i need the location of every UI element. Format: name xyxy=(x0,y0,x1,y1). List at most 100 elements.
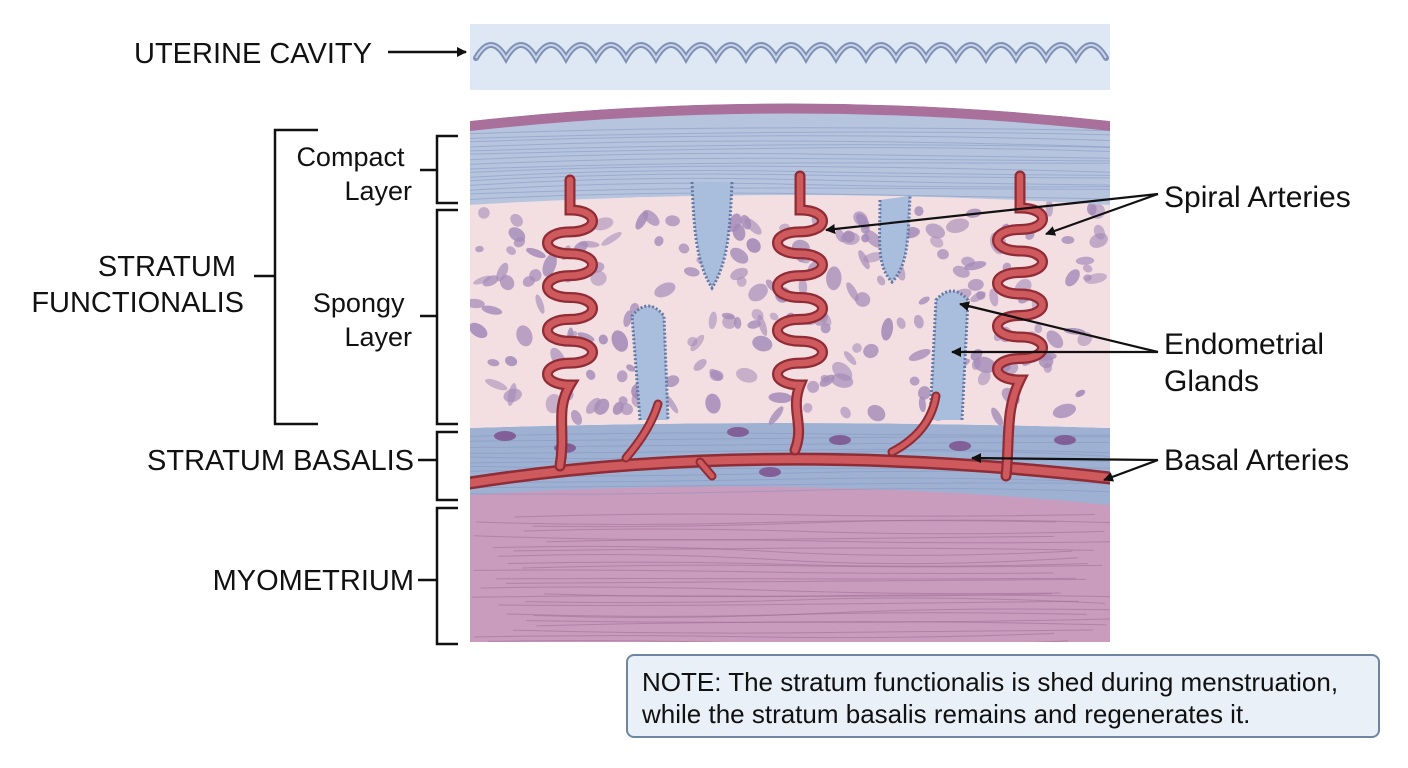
stroma-cell xyxy=(1052,403,1076,419)
stroma-cell xyxy=(843,351,857,366)
muscle-fiber xyxy=(492,545,1073,556)
stroma-cell xyxy=(853,211,868,226)
stroma-cell xyxy=(616,370,628,383)
stroma-cell xyxy=(918,396,926,413)
stroma-cell xyxy=(736,367,758,383)
endometrial-glands xyxy=(630,181,970,421)
stroma-cell xyxy=(496,262,509,282)
stroma-cell xyxy=(991,407,1004,426)
stroma-cell xyxy=(510,213,523,227)
bracket-spongy-layer xyxy=(420,208,458,426)
stroma-cell xyxy=(678,243,690,254)
stroma-cell xyxy=(478,207,490,219)
compact-fiber xyxy=(470,144,1110,152)
label-spongy-layer: Spongy Layer xyxy=(313,288,412,352)
stroma-cell xyxy=(598,334,608,345)
stroma-cell xyxy=(930,236,944,248)
stroma-cell xyxy=(751,309,764,321)
basal-nucleus xyxy=(829,435,851,445)
stroma-cell xyxy=(526,247,546,259)
muscle-fiber xyxy=(473,569,1054,574)
stroma-cell xyxy=(586,369,596,380)
stroma-cell xyxy=(1082,264,1093,273)
stroma-cell xyxy=(664,375,680,388)
stroma-cell xyxy=(470,298,485,309)
stroma-cell xyxy=(909,376,920,386)
stroma-cell xyxy=(835,229,846,243)
stroma-cell xyxy=(570,410,583,425)
stroma-cell xyxy=(1075,389,1086,398)
compact-fiber xyxy=(470,152,1110,161)
stroma-cell xyxy=(623,310,633,327)
stroma-cell xyxy=(867,404,886,422)
compact-fiber xyxy=(470,165,1110,173)
stroma-cell xyxy=(861,234,870,243)
stroma-cell xyxy=(826,266,842,291)
stroma-cell xyxy=(590,270,607,286)
stroma-cell xyxy=(807,380,820,393)
stroma-cell xyxy=(896,317,906,329)
endometrium-tissue xyxy=(470,103,1110,642)
basalis-nuclei xyxy=(494,427,1076,477)
basal-artery-branch xyxy=(623,401,661,461)
basal-fiber xyxy=(470,482,1110,489)
stroma-cell xyxy=(601,232,622,246)
muscle-fiber xyxy=(473,535,1055,541)
muscle-fiber xyxy=(488,640,1069,642)
compact-fiber xyxy=(470,162,1110,170)
stroma-cell xyxy=(820,374,831,383)
stroma-cell xyxy=(852,343,862,353)
stroma-cell xyxy=(1043,362,1053,373)
stroma-cell xyxy=(863,343,879,359)
stroma-cell xyxy=(1075,256,1095,265)
stroma-cell xyxy=(967,278,984,291)
bracket-myometrium xyxy=(418,506,458,646)
basal-nucleus xyxy=(949,441,971,451)
arrow-basal-arteries xyxy=(971,453,1159,464)
stroma-cell xyxy=(977,370,991,386)
stroma-cell xyxy=(475,245,484,253)
bracket-stratum-functionalis xyxy=(254,128,318,426)
stroma-cell xyxy=(507,383,517,406)
stroma-cell xyxy=(612,401,624,415)
stroma-cell xyxy=(728,213,742,233)
muscle-fiber xyxy=(514,513,1095,518)
stroma-cell xyxy=(908,348,931,362)
stroma-cell xyxy=(971,357,981,370)
stroma-cell xyxy=(937,248,949,260)
bracket-stratum-basalis xyxy=(418,430,458,502)
compact-fiber xyxy=(470,140,1110,148)
stroma-cell xyxy=(914,206,924,217)
stroma-cell xyxy=(881,318,894,341)
stroma-cell xyxy=(1061,235,1075,245)
myometrium-fibers xyxy=(471,513,1110,642)
muscle-fiber xyxy=(523,528,1104,535)
compact-fiber xyxy=(470,135,1110,143)
stroma-cell xyxy=(747,320,761,329)
stroma-cell xyxy=(952,265,970,278)
basal-fiber xyxy=(470,488,1110,495)
stroma-cell xyxy=(611,330,629,352)
label-stratum-functionalis: STRATUM FUNCTIONALIS xyxy=(31,251,244,319)
stroma-cell xyxy=(664,393,679,414)
muscle-fiber xyxy=(506,578,1087,584)
stroma-cell xyxy=(768,392,793,404)
basal-artery-branch xyxy=(697,459,715,479)
stroma-cell xyxy=(854,292,871,307)
stroma-cell xyxy=(961,256,975,267)
stroma-cell xyxy=(1045,199,1054,217)
stroma-cell xyxy=(722,315,737,329)
label-stratum-basalis: STRATUM BASALIS xyxy=(147,445,414,477)
muscle-fiber xyxy=(480,586,1061,595)
basal-artery-branch xyxy=(889,393,939,455)
gland-tube xyxy=(928,289,970,421)
stroma-cell xyxy=(746,238,761,253)
muscle-fiber xyxy=(532,519,1110,528)
stroma-cell xyxy=(542,253,557,277)
stroma-cell xyxy=(577,332,595,342)
stroma-cell xyxy=(989,288,999,307)
stroma-cell xyxy=(705,393,721,414)
stroma-cell xyxy=(654,236,664,247)
basal-nucleus xyxy=(759,467,781,477)
compact-fiber xyxy=(470,147,1110,155)
